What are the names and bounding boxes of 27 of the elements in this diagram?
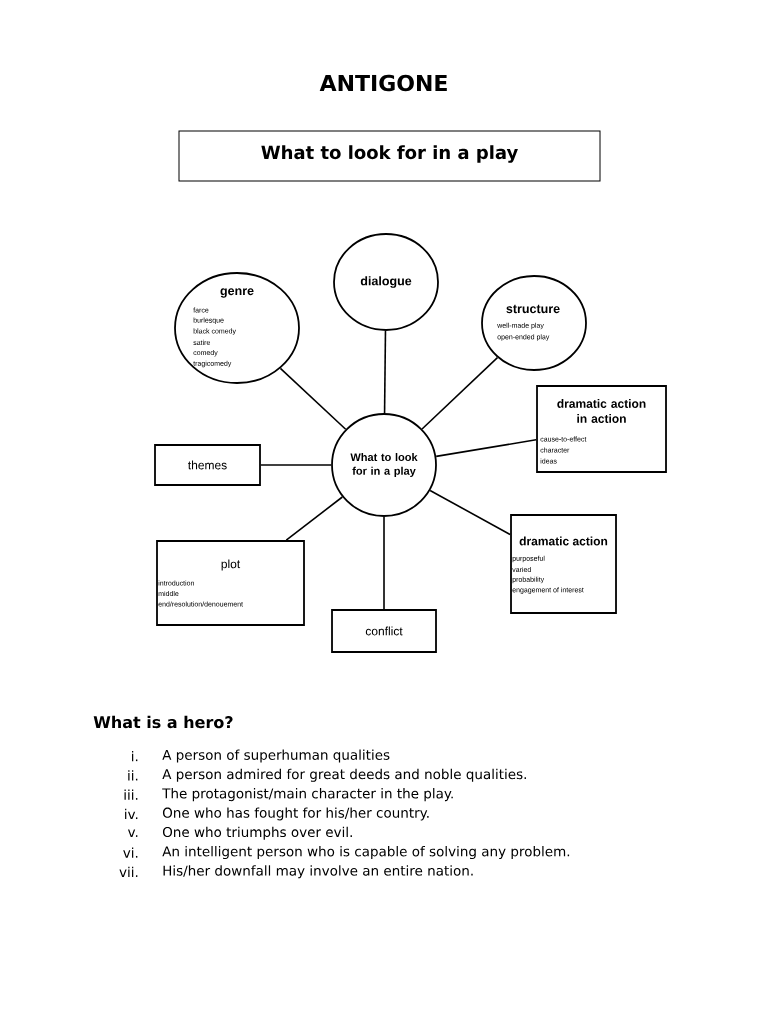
list-numeral: vi. [123, 847, 138, 858]
connector-line [279, 367, 347, 431]
connector-line [260, 464, 332, 466]
list-item: An intelligent person who is capable of solving any problem. [162, 846, 570, 860]
connector-line [285, 496, 344, 541]
topic-box: themes [154, 444, 261, 486]
topic-box: conflict [331, 609, 437, 653]
heading-box: What to look for in a play [178, 130, 601, 182]
list-numeral: iii. [124, 789, 138, 800]
list-item: A person of superhuman qualities [162, 749, 390, 763]
list-item: One who has fought for his/her country. [162, 807, 429, 821]
list-numeral: iv. [125, 808, 138, 820]
list-numeral: v. [128, 829, 138, 837]
connector-line [383, 516, 385, 610]
connector-line [429, 489, 511, 536]
connector-line [383, 330, 387, 414]
connector-line [421, 356, 499, 430]
list-item: A person admired for great deeds and noble qualities. [162, 768, 526, 782]
list-numeral: vii. [119, 866, 138, 877]
section-heading: What is a hero? [93, 715, 233, 729]
list-numeral: ii. [128, 770, 138, 781]
list-item: The protagonist/main character in the play. [162, 788, 453, 802]
connector-line [435, 439, 537, 458]
list-item: One who triumphs over evil. [162, 826, 352, 840]
list-numeral: i. [132, 750, 138, 762]
title: ANTIGONE [319, 74, 447, 92]
list-item: His/her downfall may involve an entire nation. [163, 865, 473, 879]
